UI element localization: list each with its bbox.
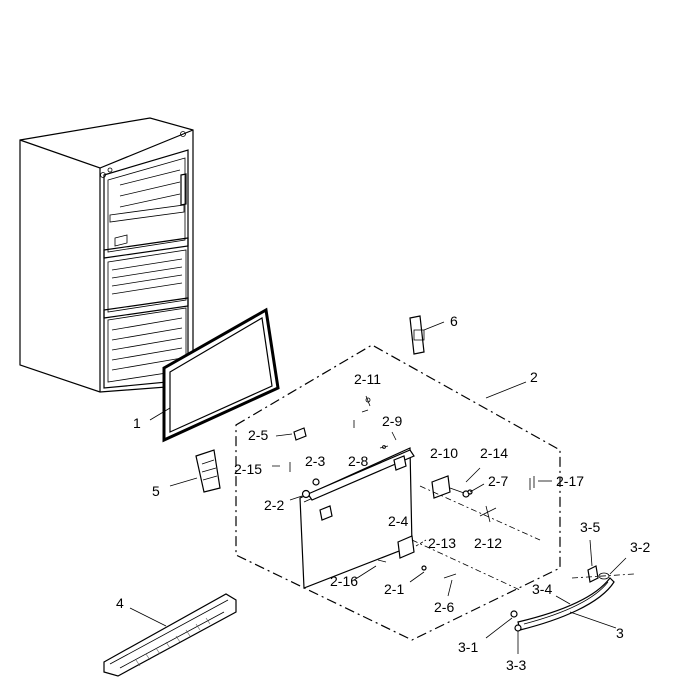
part-2-drawer-front-assembly (235, 344, 561, 641)
refrigerator-cabinet (19, 117, 194, 393)
label-3-5: 3-5 (580, 519, 600, 535)
label-2-12: 2-12 (474, 535, 502, 551)
label-2-17: 2-17 (556, 473, 584, 489)
callout-labels: 1 2 2-11 2-9 2-5 2-8 2-3 2-15 2-10 2-14 … (116, 313, 650, 673)
part-6-hinge (409, 315, 445, 355)
label-2-6: 2-6 (434, 599, 454, 615)
label-2-9: 2-9 (382, 413, 402, 429)
label-2-10: 2-10 (430, 445, 458, 461)
label-2-16: 2-16 (330, 573, 358, 589)
label-4: 4 (116, 595, 124, 611)
label-2-15: 2-15 (234, 461, 262, 477)
part-3-rail-assembly (485, 539, 635, 654)
label-2-14: 2-14 (480, 445, 508, 461)
part-1-door-gasket (149, 307, 280, 443)
label-2-5: 2-5 (248, 427, 268, 443)
label-3-2: 3-2 (630, 539, 650, 555)
label-2-8: 2-8 (348, 453, 368, 469)
label-3-3: 3-3 (506, 657, 526, 673)
label-3: 3 (616, 625, 624, 641)
label-3-1: 3-1 (458, 639, 478, 655)
label-2-4: 2-4 (388, 513, 408, 529)
label-2-2: 2-2 (264, 497, 284, 513)
label-2-13: 2-13 (428, 535, 456, 551)
label-2-11: 2-11 (354, 371, 381, 387)
label-2: 2 (530, 369, 538, 385)
label-5: 5 (152, 483, 160, 499)
label-3-4: 3-4 (532, 581, 552, 597)
part-4-drawer-handle (103, 593, 237, 677)
label-1: 1 (133, 415, 141, 431)
part-5-hinge-bracket (169, 449, 221, 493)
label-6: 6 (450, 313, 458, 329)
label-2-7: 2-7 (488, 473, 508, 489)
label-2-3: 2-3 (305, 453, 325, 469)
label-2-1: 2-1 (384, 581, 404, 597)
